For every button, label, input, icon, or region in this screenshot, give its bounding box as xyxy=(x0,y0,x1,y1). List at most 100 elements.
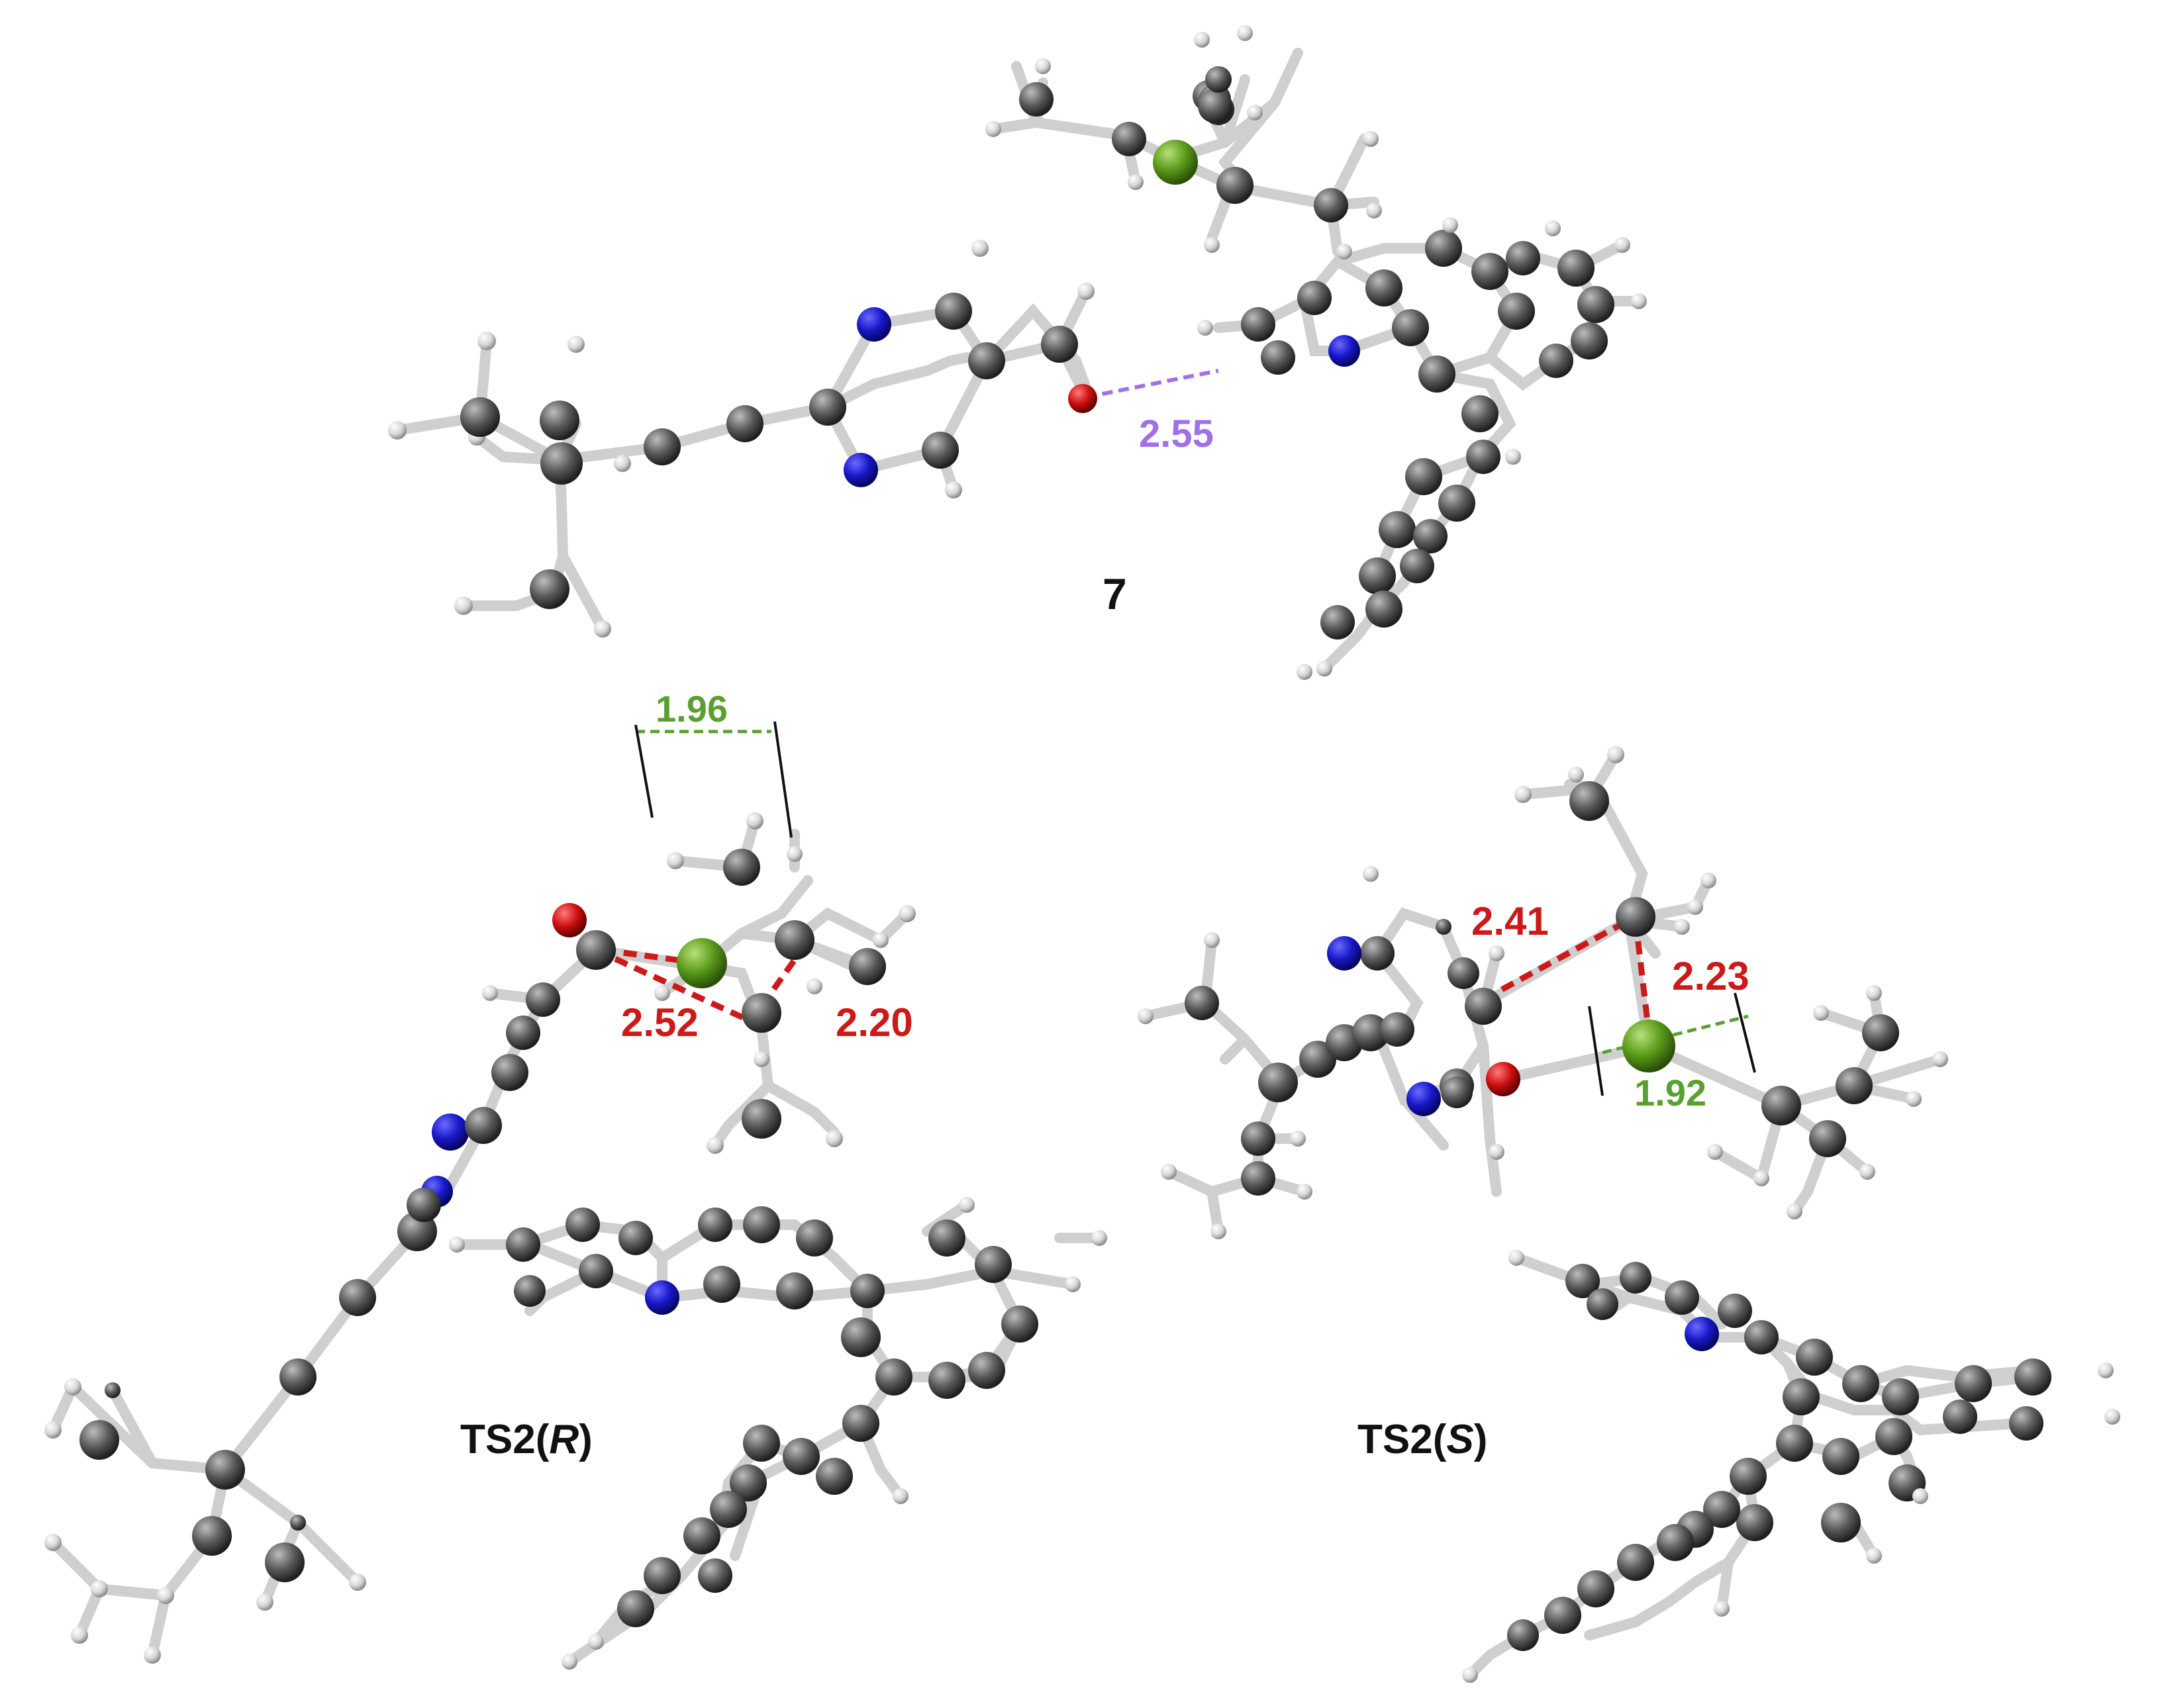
hydrogen-atom xyxy=(1210,1223,1226,1239)
carbon-atom xyxy=(1577,1570,1614,1607)
hydrogen-atom xyxy=(1866,985,1882,1001)
carbon-atom xyxy=(710,1491,747,1528)
carbon-atom xyxy=(1616,897,1655,937)
carbon-atom xyxy=(975,1246,1012,1283)
hydrogen-atom xyxy=(1489,1144,1504,1160)
carbon-atom xyxy=(1461,395,1499,432)
carbon-atom xyxy=(491,1054,528,1091)
hydrogen-atom xyxy=(1687,899,1703,915)
hydrogen-atom xyxy=(349,1574,366,1591)
hydrogen-atom xyxy=(64,1378,81,1396)
hydrogen-atom xyxy=(787,846,803,862)
carbon-atom xyxy=(928,1219,965,1257)
carbon-atom xyxy=(2009,1406,2043,1441)
carbon-atom xyxy=(1205,66,1232,93)
hydrogen-atom xyxy=(971,240,989,257)
hydrogen-atom xyxy=(71,1627,88,1644)
hydrogen-atom xyxy=(1204,237,1220,253)
carbon-atom xyxy=(644,428,681,465)
carbon-atom xyxy=(265,1542,305,1582)
hydrogen-atom xyxy=(1035,58,1051,74)
oxygen-atom xyxy=(1068,384,1097,413)
hydrogen-atom xyxy=(746,812,763,830)
hydrogen-atom xyxy=(44,1421,62,1439)
carbon-atom xyxy=(1507,1619,1539,1651)
carbon-atom xyxy=(1241,1121,1275,1156)
nitrogen-atom xyxy=(1406,1082,1441,1116)
hydrogen-atom xyxy=(667,852,684,869)
hydrogen-atom xyxy=(1297,664,1312,680)
hydrogen-atom xyxy=(614,455,631,472)
zn-o-interaction xyxy=(602,947,703,967)
structure-7: 2.55 7 xyxy=(388,25,1647,680)
structure-ts2-r: 1.96 2.52 2.20 TS2(R) xyxy=(44,688,1107,1670)
carbon-atom xyxy=(1821,1503,1861,1542)
label-suffix: ) xyxy=(579,1417,593,1462)
oxygen-atom xyxy=(552,903,587,937)
carbon-atom xyxy=(526,982,560,1017)
hydrogen-atom xyxy=(562,1654,577,1670)
ch-interaction xyxy=(1632,920,1652,1033)
carbon-atom xyxy=(816,1458,853,1495)
distance-label-2-41: 2.41 xyxy=(1471,899,1549,943)
carbon-atom xyxy=(849,948,886,985)
hydrogen-atom xyxy=(1197,320,1213,336)
hydrogen-atom xyxy=(588,1634,604,1650)
distance-label-2-52: 2.52 xyxy=(621,1000,699,1045)
hydrogen-atom xyxy=(959,1197,975,1213)
carbon-atom xyxy=(1736,1504,1773,1541)
carbon-atom xyxy=(1359,557,1396,594)
hydrogen-atom xyxy=(1442,217,1458,233)
oh-hydrogen-bond xyxy=(1085,369,1219,399)
carbon-atom xyxy=(1761,1086,1801,1125)
carbon-atom xyxy=(968,342,1005,379)
hydrogen-atom xyxy=(1614,237,1630,253)
nitrogen-atom xyxy=(1327,936,1361,971)
carbon-atom xyxy=(1842,1365,1879,1402)
hydrogen-atom xyxy=(1674,919,1690,935)
carbon-atom xyxy=(723,849,760,886)
carbon-atom xyxy=(1796,1339,1833,1376)
distance-label-1-92: 1.92 xyxy=(1634,1072,1706,1114)
carbon-atom xyxy=(506,1227,540,1262)
carbon-atom xyxy=(1241,1161,1275,1196)
carbon-atom xyxy=(618,1221,653,1255)
hydrogen-atom xyxy=(1707,1144,1723,1160)
hydrogen-atom xyxy=(1607,746,1624,763)
carbon-atom xyxy=(1365,269,1402,307)
carbon-atom xyxy=(1544,1597,1581,1634)
carbon-atom xyxy=(1718,1294,1752,1328)
hydrogen-atom xyxy=(1363,866,1379,882)
label-italic: R xyxy=(549,1417,579,1462)
hydrogen-atom xyxy=(945,481,962,498)
carbon-atom xyxy=(742,993,781,1033)
carbon-atom xyxy=(279,1358,317,1396)
nitrogen-atom xyxy=(844,453,878,487)
hydrogen-atom xyxy=(388,421,407,440)
carbon-atom xyxy=(1392,309,1429,346)
carbon-atom xyxy=(1569,781,1609,821)
hydrogen-atom xyxy=(594,620,611,638)
nitrogen-atom xyxy=(1685,1317,1719,1351)
bonds-7 xyxy=(392,48,1644,674)
zinc-atom xyxy=(1153,140,1198,185)
carbon-atom xyxy=(1041,326,1078,363)
structure-ts2-s: 2.41 2.23 1.92 TS2(S) xyxy=(1138,746,2120,1683)
bracket-right xyxy=(1734,992,1756,1073)
carbon-atom xyxy=(1882,1378,1919,1415)
carbon-atom xyxy=(1418,356,1455,393)
carbon-atom xyxy=(1703,1491,1740,1528)
carbon-atom xyxy=(1776,1425,1813,1462)
carbon-atom xyxy=(850,1274,885,1308)
hydrogen-atom xyxy=(807,978,822,994)
carbon-atom xyxy=(1466,440,1500,474)
bracket-left xyxy=(634,724,654,818)
carbon-atom xyxy=(698,1208,732,1242)
carbon-atom xyxy=(1112,122,1146,156)
carbon-atom xyxy=(1783,1378,1820,1415)
hydrogen-atom xyxy=(1194,32,1210,48)
hydrogen-atom xyxy=(1866,1548,1882,1564)
carbon-atom xyxy=(1875,1418,1912,1455)
carbon-atom xyxy=(1405,458,1442,495)
